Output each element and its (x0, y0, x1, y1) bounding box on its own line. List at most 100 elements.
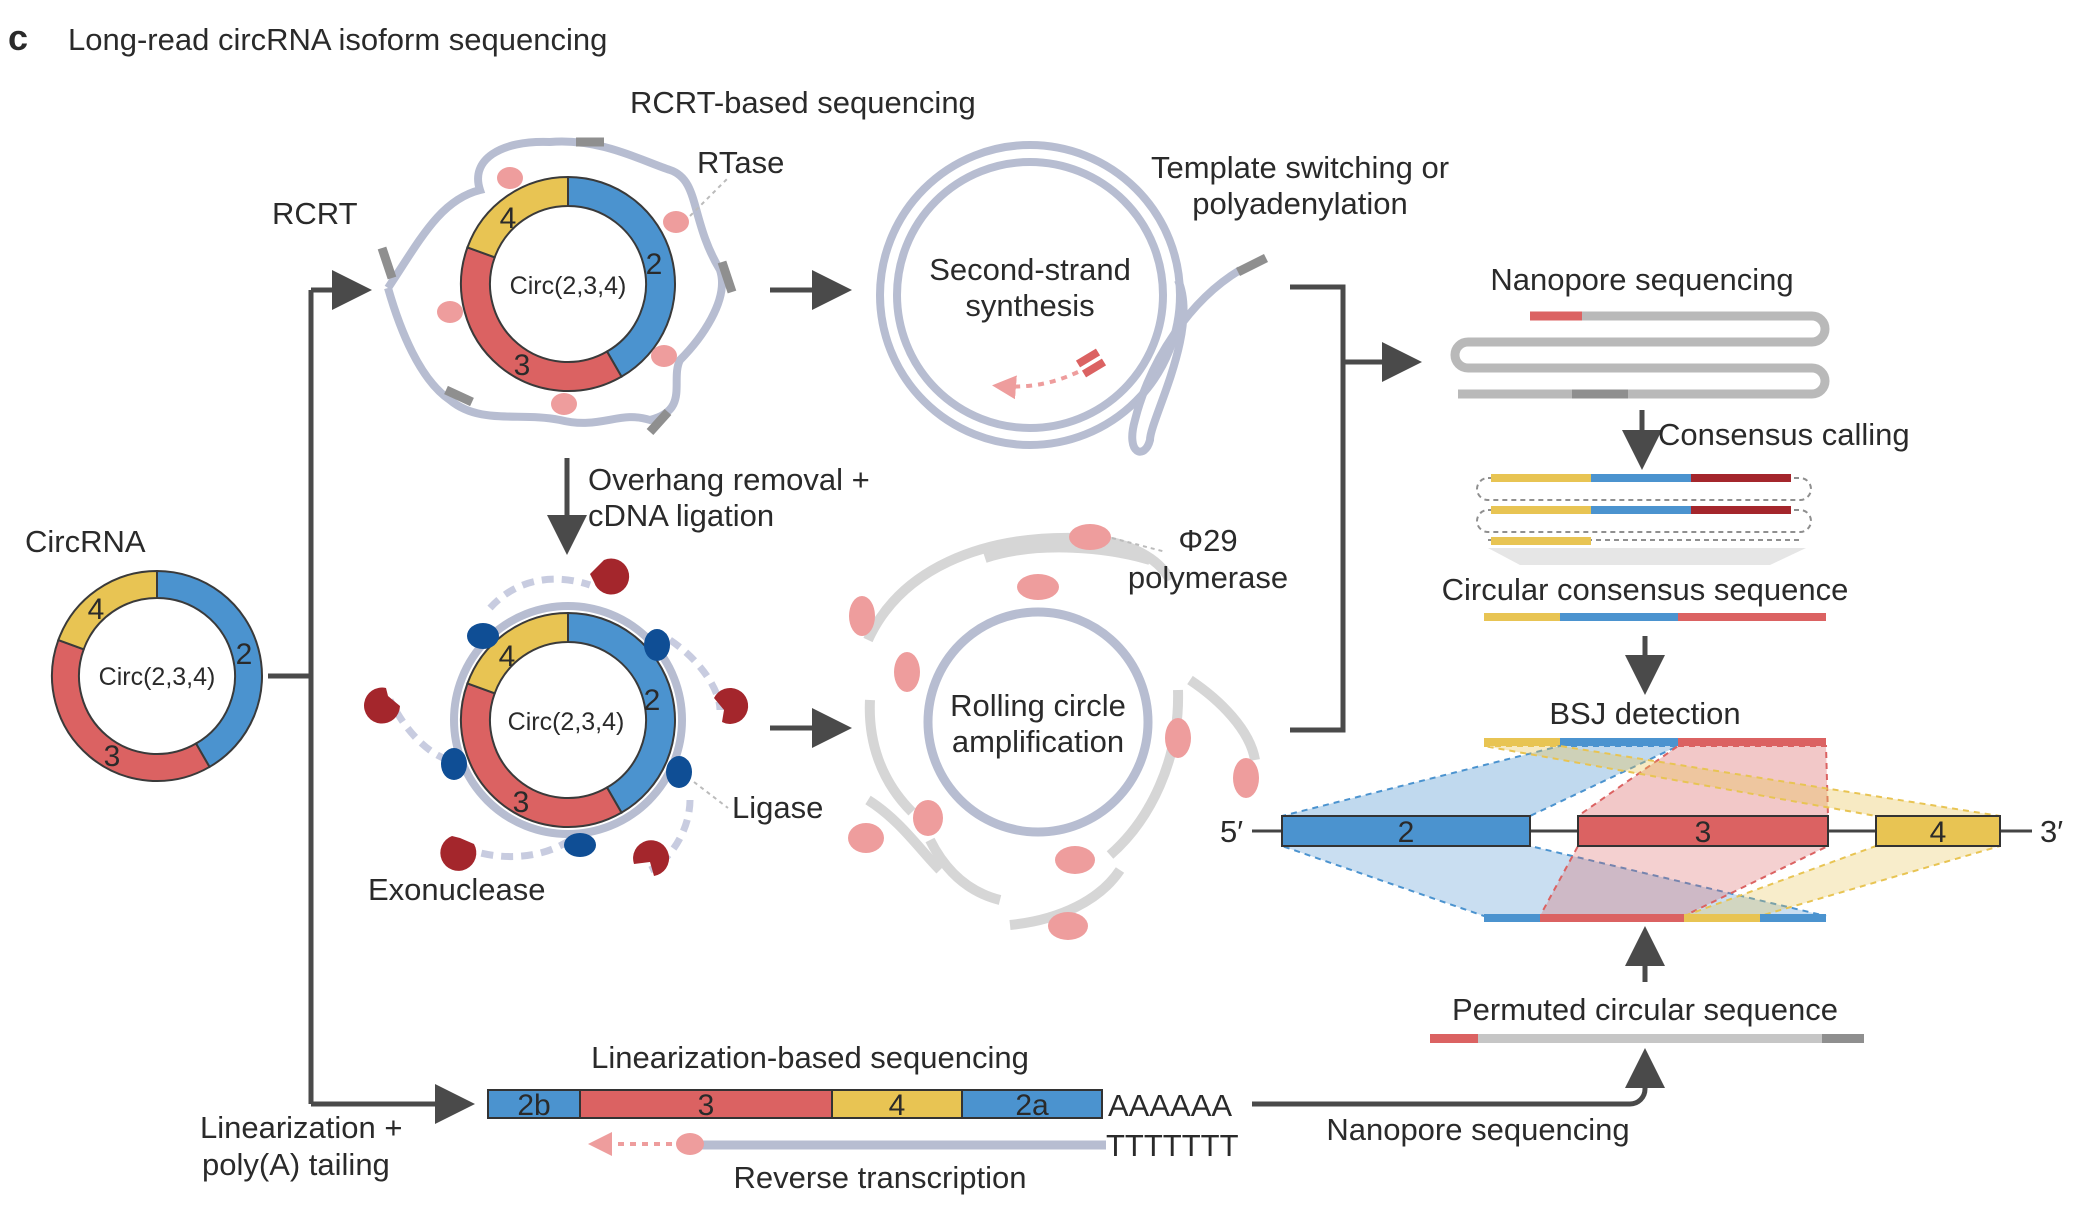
panel-title: Long-read circRNA isoform sequencing (68, 22, 607, 57)
rcrt-overhang-2 (717, 260, 737, 294)
arrow-lin-nanopore (1252, 1048, 1665, 1107)
rca-product-strand (864, 699, 916, 816)
phi29-enzyme (1165, 718, 1191, 758)
rca-product-strand (1106, 689, 1184, 859)
lin-seg-4-label: 4 (889, 1089, 906, 1122)
bsj-top-exon2 (1560, 738, 1678, 746)
rtase-enzyme (551, 393, 577, 415)
map-exon3-top (1574, 745, 1830, 817)
bsj-bottom-exon3 (1540, 914, 1684, 922)
circrna-center: Circ(2,3,4) (99, 663, 216, 691)
consensus-exon2 (1560, 613, 1678, 621)
ring-segment-exon3 (460, 246, 623, 392)
rcrt-exon3: 3 (514, 349, 531, 382)
second-strand-primer (1075, 348, 1107, 378)
rcrt-overhang-3 (646, 408, 672, 436)
overhang-fragment (468, 837, 572, 860)
phi29-label-1: Φ29 (1178, 523, 1237, 558)
pass-outline (1476, 509, 1812, 533)
pass2-exon2 (1591, 506, 1691, 514)
exonucleases (364, 558, 749, 876)
circrna-ring (51, 569, 263, 782)
circrna-exon3: 3 (104, 740, 121, 773)
ligase-pointer (693, 781, 729, 809)
genome-exon3-label: 3 (1695, 816, 1712, 849)
rtase-label: RTase (697, 145, 784, 180)
pass-outline (1476, 477, 1812, 501)
ligation-step-2: cDNA ligation (588, 498, 774, 533)
genome-exon2 (1281, 815, 1531, 847)
genome-exon4-label: 4 (1930, 816, 1947, 849)
rcrt-exon4: 4 (500, 202, 517, 235)
lin-nanopore-label: Nanopore sequencing (1326, 1112, 1629, 1147)
bsj-top-exon3 (1678, 738, 1826, 746)
three-prime-label: 3′ (2040, 814, 2063, 849)
phi29-enzyme (849, 596, 875, 636)
rtase-enzyme (437, 301, 463, 323)
circrna-title: CircRNA (25, 524, 146, 559)
bsj-top-exon4 (1484, 738, 1560, 746)
phi29-enzyme (848, 823, 884, 853)
genome-exon2-label: 2 (1398, 816, 1415, 849)
pass1-exon4 (1491, 474, 1591, 482)
pass1-exon3 (1691, 474, 1791, 482)
exonuclease-enzyme (590, 558, 630, 595)
permuted-body (1478, 1034, 1822, 1043)
polyT-label: TTTTTTT (1106, 1128, 1239, 1163)
ligase-enzyme (644, 629, 670, 661)
rcrt-cdna-strand (384, 137, 726, 427)
ring-segment-exon2 (567, 175, 676, 379)
rtase-enzymes (437, 167, 689, 415)
ring-segment-exon4 (466, 175, 569, 259)
pass1-exon2 (1591, 474, 1691, 482)
ring-segment-exon2 (156, 569, 263, 769)
template-switching-label-2: polyadenylation (1192, 186, 1407, 221)
exonuclease-enzyme (440, 836, 477, 871)
permuted-label: Permuted circular sequence (1452, 992, 1838, 1027)
ring-segment-exon3 (460, 682, 623, 828)
bsj-bottom-exon2a (1484, 914, 1540, 922)
ligation-circ-center: Circ(2,3,4) (508, 708, 625, 736)
panel-letter: c (8, 17, 28, 58)
ligation-step-1: Overhang removal + (588, 462, 870, 497)
ligation-exon4: 4 (499, 640, 516, 673)
consensus-exon4 (1484, 613, 1560, 621)
circular-consensus-label: Circular consensus sequence (1442, 572, 1849, 607)
lin-seg-3-label: 3 (698, 1089, 715, 1122)
phi29-enzyme (894, 652, 920, 692)
ligase-enzyme (467, 623, 499, 649)
ligases (441, 623, 692, 857)
exonuclease-enzyme (633, 840, 670, 876)
nanopore-heading: Nanopore sequencing (1490, 262, 1793, 297)
ring-segment-exon3 (51, 638, 211, 782)
pass2-exon4 (1491, 506, 1591, 514)
rtase-enzyme (651, 345, 677, 367)
consensus-passes (1476, 474, 1812, 565)
rcrt-overhang-5 (377, 246, 397, 280)
genome-exon3 (1577, 815, 1829, 847)
ligase-enzyme (666, 756, 692, 788)
phi29-enzyme (1055, 846, 1095, 874)
rcrt-heading: RCRT-based sequencing (630, 85, 976, 120)
second-strand-label-1: Second-strand (929, 252, 1131, 287)
ligation-ring (460, 611, 676, 828)
merge-bracket (1290, 284, 1346, 733)
rca-label-2: amplification (952, 724, 1124, 759)
second-strand-inner (893, 158, 1167, 432)
template-switching-label-1: Template switching or (1151, 150, 1449, 185)
rtase-pointer (689, 177, 729, 217)
phi29-enzyme (1069, 524, 1111, 550)
phi29-pointer (1111, 537, 1167, 553)
bsj-bottom-exon4 (1684, 914, 1760, 922)
template-tail-end (1235, 253, 1269, 277)
consensus-gradient (1488, 548, 1806, 565)
circrna-exon4: 4 (88, 593, 105, 626)
rcrt-circ-center: Circ(2,3,4) (510, 272, 627, 300)
permuted-start (1430, 1034, 1478, 1043)
ring-segment-exon4 (466, 611, 569, 695)
rca-products (863, 532, 1260, 930)
exonuclease-label: Exonuclease (368, 872, 546, 907)
bsj-bottom-exon2b (1760, 914, 1826, 922)
rcrt-exon2: 2 (646, 248, 663, 281)
rcrt-overhang-4 (444, 385, 474, 407)
